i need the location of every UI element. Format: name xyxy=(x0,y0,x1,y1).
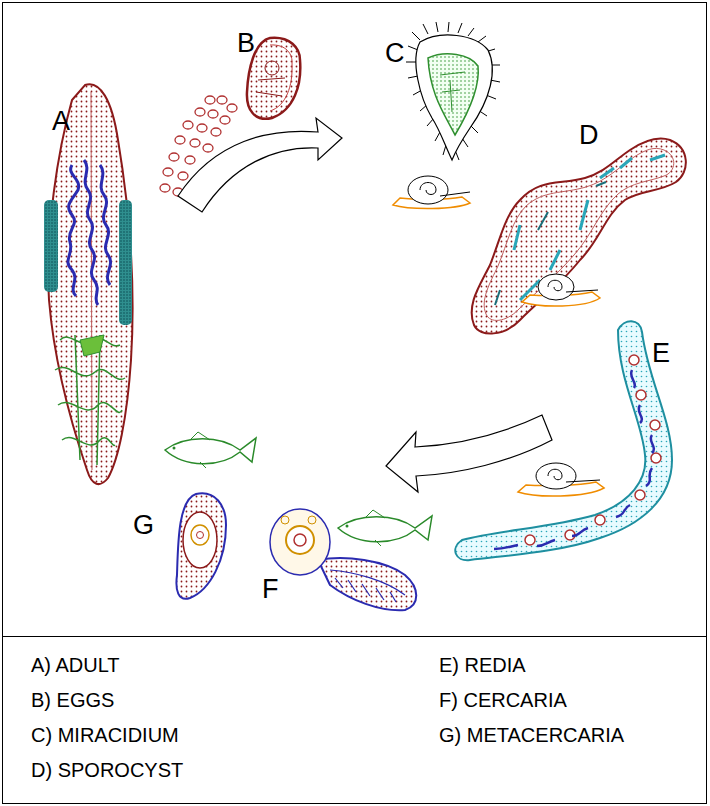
stage-letter: G xyxy=(133,510,154,541)
stage-name: E) REDIA xyxy=(439,654,526,677)
stage-name: G) METACERCARIA xyxy=(439,724,624,747)
legend-panel: A) ADULT B) EGGS C) MIRACIDIUM D) SPOROCYST… xyxy=(2,636,707,804)
stage-name: D) SPOROCYST xyxy=(31,759,183,782)
stage-letter: A xyxy=(52,106,70,137)
stage-letter: B xyxy=(237,28,255,59)
stage-name: A) ADULT xyxy=(31,654,120,677)
stage-letter: E xyxy=(652,338,670,369)
stage-letter: D xyxy=(579,120,599,151)
stage-letter: C xyxy=(385,38,405,69)
stage-name: B) EGGS xyxy=(31,689,114,712)
stage-name: F) CERCARIA xyxy=(439,689,567,712)
stage-letter: F xyxy=(262,574,279,605)
stage-name: C) MIRACIDIUM xyxy=(31,724,179,747)
